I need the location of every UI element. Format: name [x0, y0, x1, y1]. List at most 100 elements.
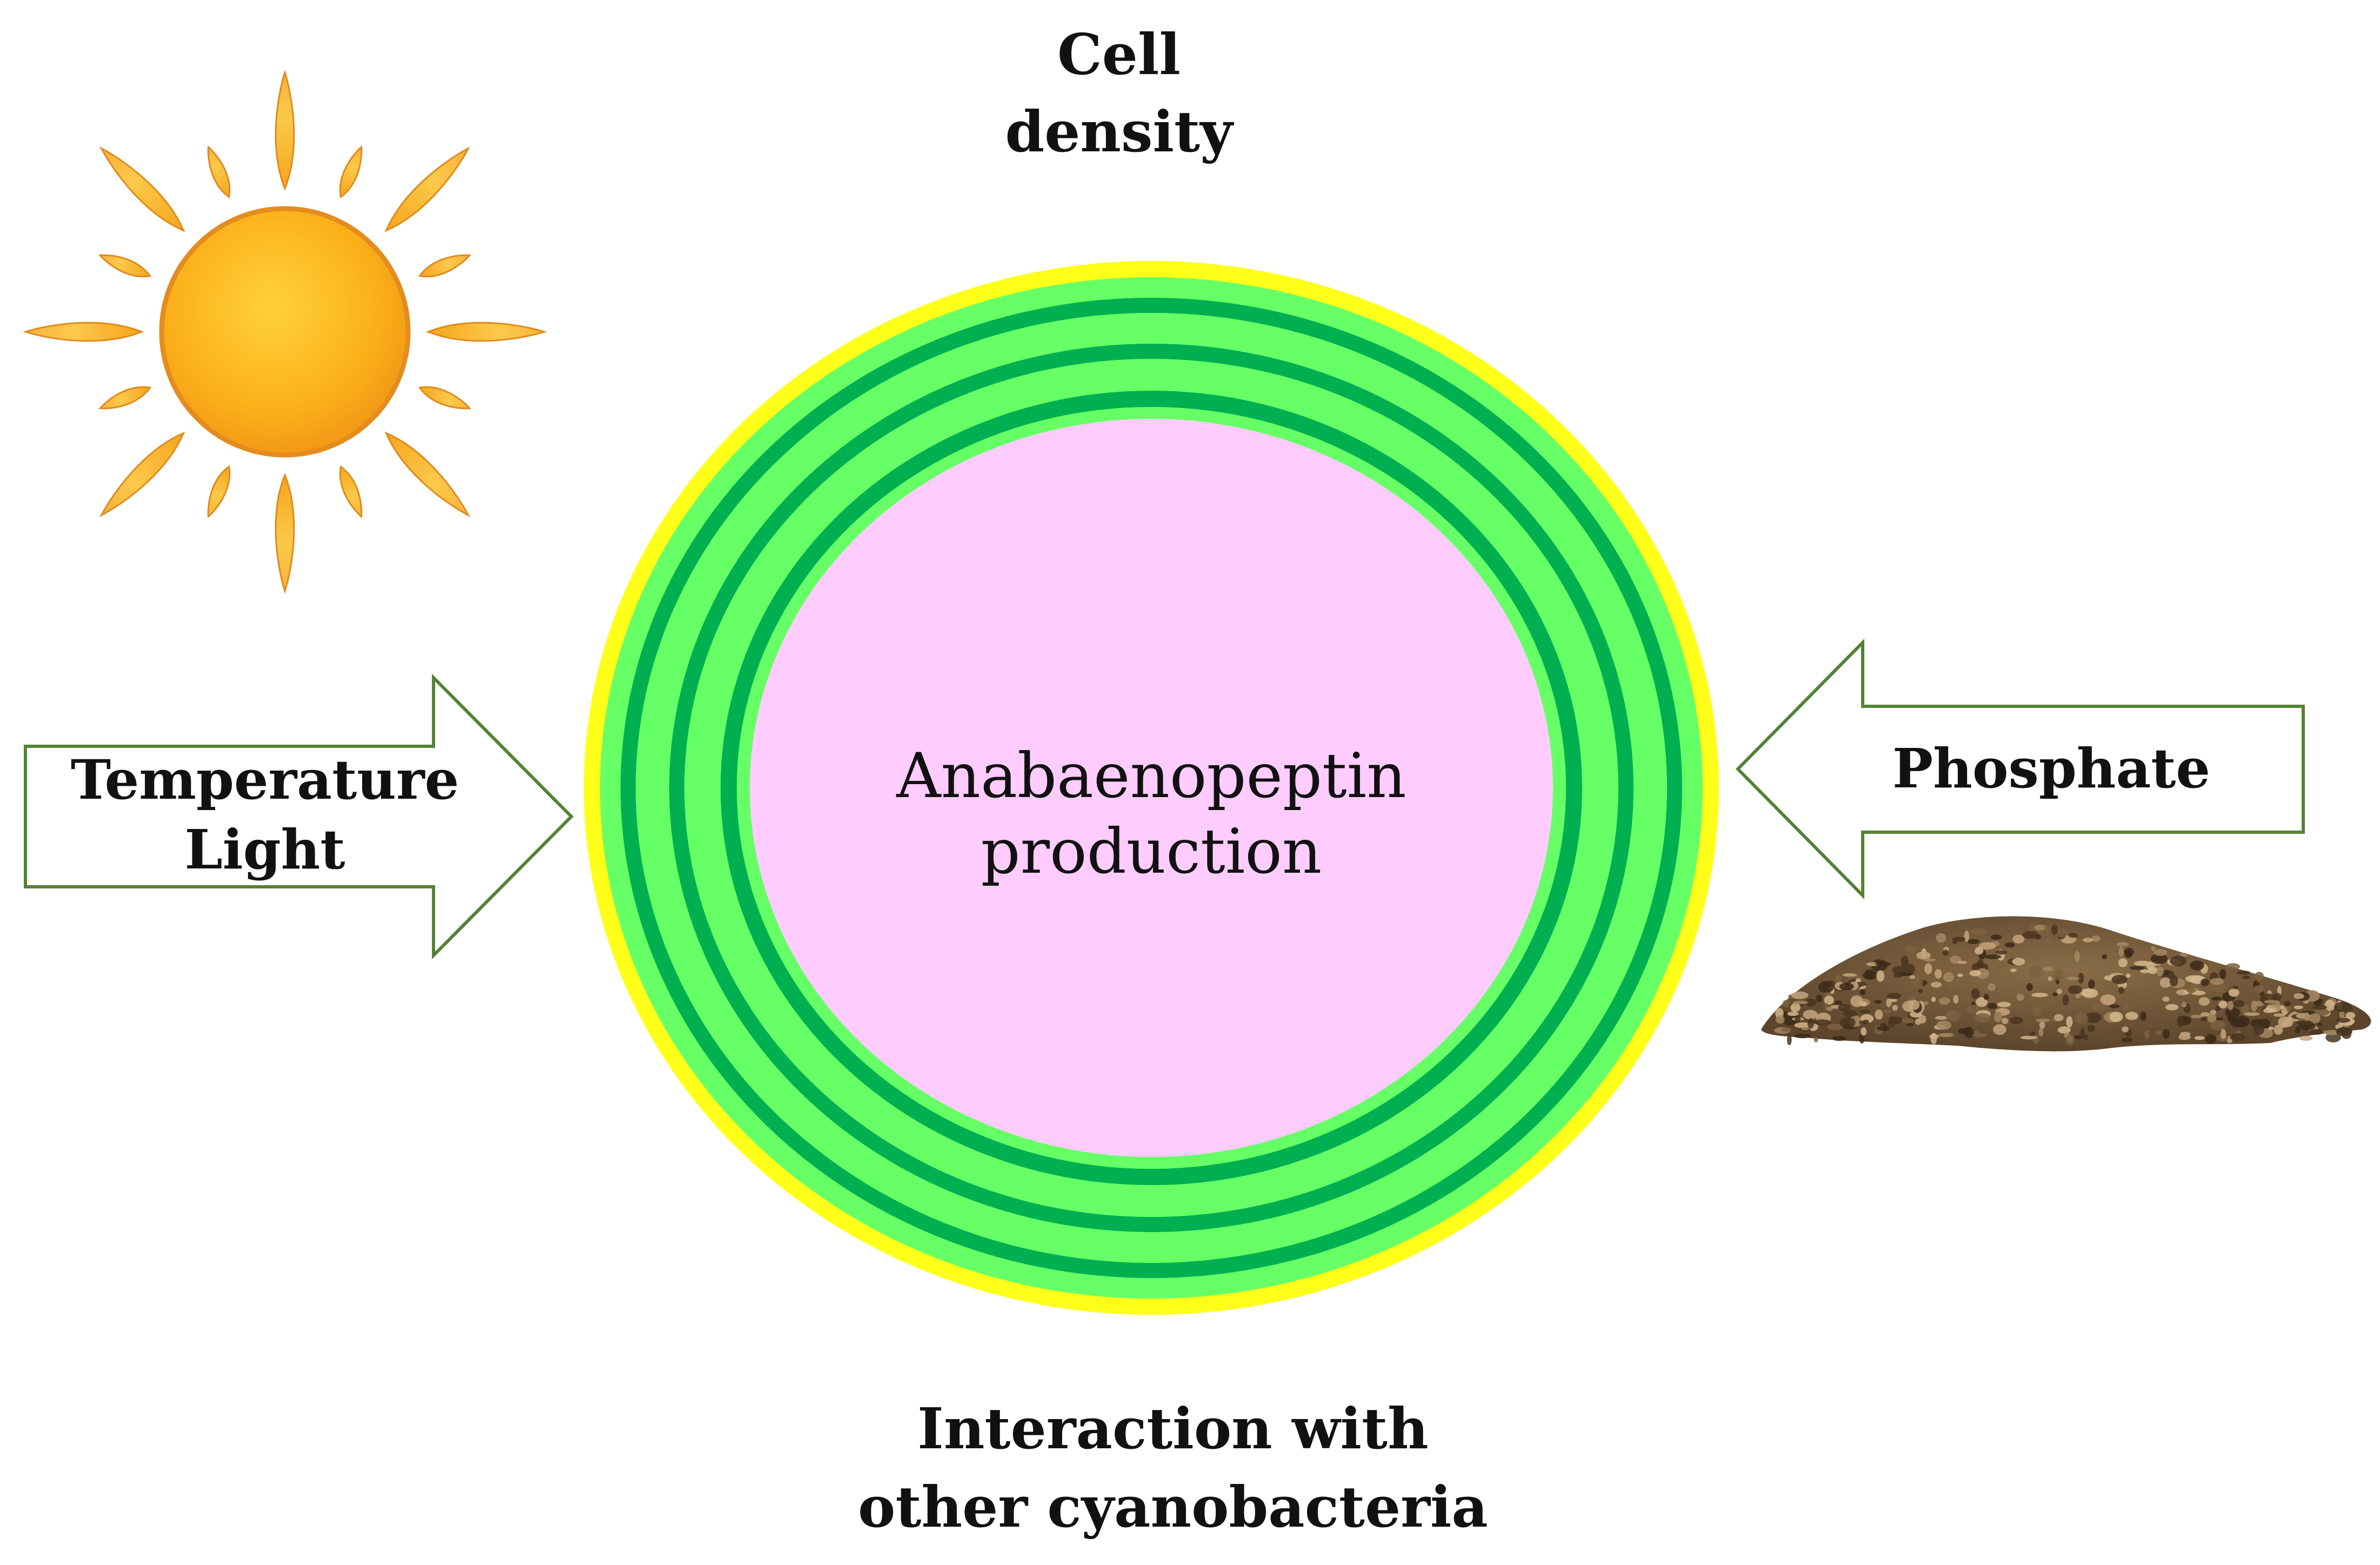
soil-grain: [2048, 976, 2052, 981]
soil-grain: [2205, 1034, 2216, 1044]
soil-grain: [2031, 993, 2048, 998]
soil-grain: [1930, 1033, 1937, 1045]
soil-grain: [2088, 979, 2095, 989]
soil-grain: [1803, 1009, 1818, 1020]
soil-grain: [1976, 997, 1988, 1007]
sun-ray: [384, 431, 470, 517]
soil-grain: [2190, 1014, 2203, 1019]
soil-grain: [2065, 1035, 2075, 1045]
cell-density-label-line2: density: [1005, 98, 1234, 165]
soil-grain: [2118, 946, 2124, 957]
soil-grain: [1856, 981, 1867, 987]
soil-grain: [1814, 1036, 1818, 1042]
soil-grain: [2194, 1036, 2205, 1040]
soil-grain: [2151, 946, 2156, 951]
dark-green-ring-3: [721, 391, 1582, 1185]
soil-grain: [1786, 1035, 1792, 1045]
soil-grain: [1795, 1015, 1801, 1025]
soil-grain: [1813, 1019, 1831, 1025]
soil-grain: [2118, 958, 2128, 967]
soil-grain: [2228, 1001, 2234, 1011]
soil-grain: [1816, 994, 1823, 1002]
soil-grain: [2074, 951, 2080, 962]
soil-grain: [1886, 993, 1902, 999]
soil-grain: [1801, 1027, 1809, 1031]
soil-grain: [1924, 958, 1936, 962]
soil-grain: [1931, 981, 1942, 988]
soil-grain: [1938, 1033, 1953, 1038]
cell-density-label-line1: Cell: [1057, 21, 1181, 88]
soil-grain: [1892, 966, 1907, 974]
anabaenopeptin-label-line2: production: [981, 815, 1322, 887]
soil-grain: [2083, 1034, 2089, 1041]
soil-grain: [2210, 978, 2224, 985]
soil-grain: [1886, 998, 1892, 1007]
soil-grain: [2282, 1007, 2287, 1015]
sun-ray: [98, 254, 152, 278]
soil-grain: [1975, 947, 1984, 955]
soil-grain: [1876, 970, 1885, 982]
soil-grain: [2232, 986, 2238, 989]
soil-grain: [2056, 988, 2063, 994]
soil-grain: [1807, 1018, 1814, 1029]
soil-grain: [1883, 1009, 1891, 1014]
soil-grain: [2162, 996, 2170, 1002]
soil-grain: [2156, 1030, 2162, 1036]
soil-grain: [1865, 974, 1875, 979]
soil-grain: [1892, 1005, 1898, 1011]
soil-grain: [2338, 1027, 2352, 1034]
soil-grain: [2100, 994, 2116, 1005]
soil-grain: [1952, 937, 1966, 942]
arrow-left-icon: [1735, 638, 2305, 900]
soil-grain: [2032, 1034, 2039, 1044]
soil-grain: [1953, 995, 1959, 1004]
soil-grain: [2026, 983, 2033, 991]
soil-grain: [2294, 993, 2304, 999]
soil-grain: [1875, 1009, 1883, 1020]
soil-grain: [2251, 1000, 2257, 1012]
soil-grain: [2124, 947, 2134, 957]
soil-grain: [1901, 1018, 1914, 1023]
soil-grain: [1787, 1011, 1799, 1016]
soil-grain: [2334, 1002, 2351, 1012]
soil-grain: [2028, 966, 2044, 978]
soil-grain: [2263, 1008, 2275, 1013]
soil-grain: [2121, 1038, 2133, 1042]
soil-grain: [1790, 1002, 1801, 1012]
soil-grain: [2010, 968, 2017, 972]
soil-grain: [2283, 1001, 2291, 1007]
soil-grain: [2256, 975, 2261, 982]
dark-green-ring-2: [669, 344, 1634, 1232]
soil-grain: [1782, 1000, 1791, 1008]
soil-grain: [2210, 1020, 2225, 1031]
soil-grain: [2150, 953, 2168, 964]
soil-grain: [2241, 1004, 2250, 1014]
soil-grain: [1916, 951, 1931, 960]
soil-grain: [1826, 1024, 1844, 1031]
soil-grain: [2039, 1021, 2045, 1029]
soil-grain: [2225, 963, 2241, 970]
soil-grain: [2042, 986, 2055, 991]
soil-grain: [2211, 996, 2222, 1001]
soil-grain: [2075, 1012, 2088, 1024]
soil-grain: [2144, 1030, 2150, 1039]
soil-grain: [2335, 1018, 2350, 1023]
soil-grain: [2295, 1026, 2301, 1034]
soil-grain: [1791, 991, 1809, 999]
sun-ray: [207, 145, 231, 199]
soil-grain: [2315, 1008, 2329, 1016]
soil-grain: [1924, 963, 1932, 974]
soil-grain: [2221, 1029, 2226, 1039]
soil-grain: [2082, 988, 2098, 998]
soil-grain: [2043, 967, 2053, 971]
soil-grain: [2234, 1015, 2250, 1027]
sun-ray: [418, 386, 471, 410]
soil-grain: [1832, 1036, 1846, 1041]
soil-grain: [2116, 942, 2129, 947]
sun-icon: [22, 69, 548, 594]
soil-grain: [2054, 1014, 2064, 1021]
soil-grain: [2309, 1029, 2324, 1035]
soil-grain: [1876, 1026, 1890, 1031]
soil-grain: [2163, 1029, 2170, 1039]
